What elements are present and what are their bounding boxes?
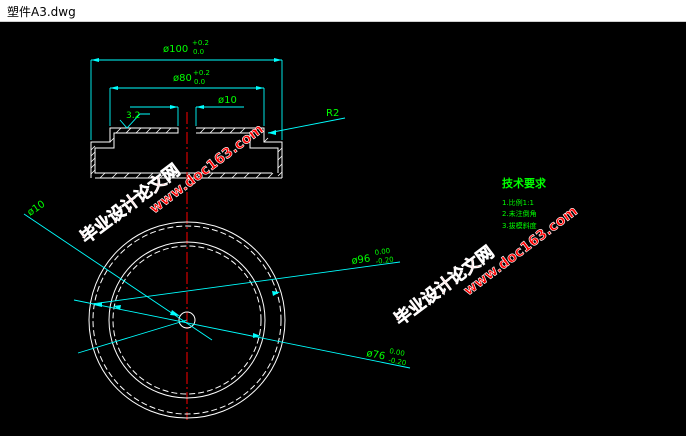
notes-item-2: 2.未注倒角 <box>502 209 537 218</box>
roughness-value: 3.2 <box>126 111 140 121</box>
watermark-2: 毕业设计论文网 www.doc163.com <box>390 203 581 330</box>
notes-title: 技术要求 <box>502 176 547 190</box>
dim-d76: ø76 <box>365 348 386 362</box>
section-outline-right-inner <box>196 132 279 173</box>
dimension-texts: ø100 +0.2 0.0 ø80 +0.2 0.0 ø10 R2 <box>163 39 339 119</box>
dim-d96-lower: -0.20 <box>375 256 394 266</box>
dim-d100: ø100 <box>163 44 188 55</box>
dim-d96-upper: 0.00 <box>374 247 391 257</box>
dim-d100-lower: 0.0 <box>193 48 204 56</box>
plan-dimension-texts: ø10 ø96 0.00 -0.20 ø76 0.00 -0.20 <box>26 199 407 368</box>
roughness-symbol: 3.2 <box>119 111 150 129</box>
plan-view <box>88 221 286 419</box>
circle-inner-2 <box>112 245 262 395</box>
dim-r2: R2 <box>326 108 339 119</box>
dim-d10-top: ø10 <box>218 95 237 106</box>
dim-d10-left: ø10 <box>26 199 48 219</box>
dim-d80-lower: 0.0 <box>194 78 205 86</box>
technical-notes: 技术要求 1.比例1:1 2.未注倒角 3.拔模斜度 <box>502 176 547 230</box>
dim-d76-upper: 0.00 <box>389 347 406 358</box>
section-view <box>90 127 283 179</box>
section-hatch <box>90 127 283 179</box>
dimension-arrows <box>91 58 282 135</box>
dim-d100-upper: +0.2 <box>192 39 209 47</box>
section-outline-left <box>90 127 272 178</box>
window-title: 塑件A3.dwg <box>7 5 76 19</box>
cad-drawing-canvas[interactable]: ø100 +0.2 0.0 ø80 +0.2 0.0 ø10 R2 3.2 ø1… <box>0 22 686 432</box>
circle-hole <box>178 311 196 329</box>
drawing-svg: ø100 +0.2 0.0 ø80 +0.2 0.0 ø10 R2 3.2 ø1… <box>23 39 581 420</box>
circle-outer <box>88 221 286 419</box>
dim-d80-upper: +0.2 <box>193 69 210 77</box>
dim-d76-lower: -0.20 <box>388 356 407 367</box>
plan-dimension-arrows <box>94 291 280 338</box>
dim-d80: ø80 <box>173 73 192 84</box>
notes-item-3: 3.拔模斜度 <box>502 221 537 230</box>
watermark-1: 毕业设计论文网 www.doc163.com <box>76 121 267 248</box>
circle-inner <box>108 241 266 399</box>
notes-item-1: 1.比例1:1 <box>502 198 534 207</box>
dimension-lines <box>90 59 346 140</box>
plan-dimension-lines <box>23 213 411 369</box>
dim-d96: ø96 <box>351 253 371 267</box>
window-title-bar: 塑件A3.dwg <box>0 0 686 22</box>
circle-outer-2 <box>92 225 282 415</box>
